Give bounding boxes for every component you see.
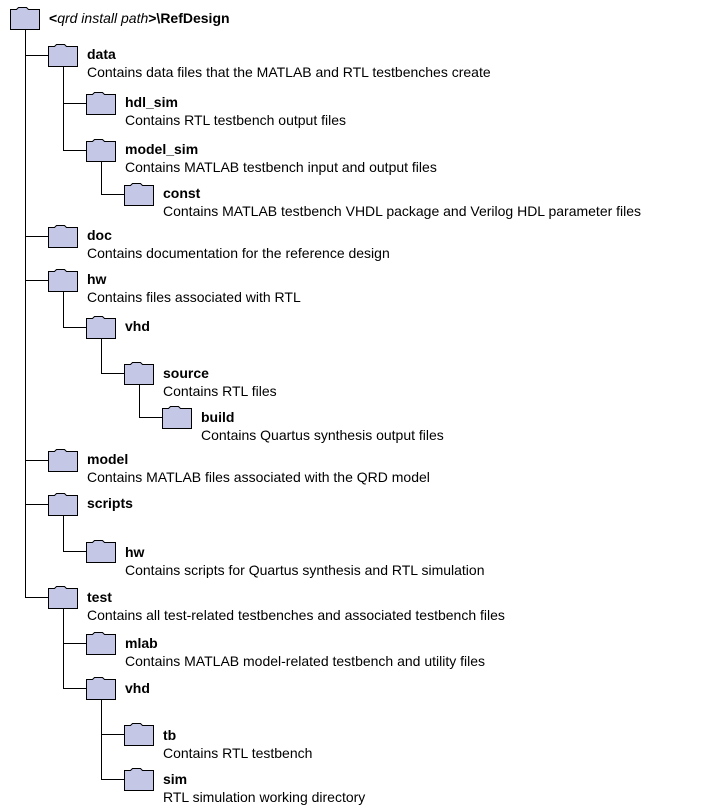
folder-name: doc [87, 227, 112, 243]
folder-icon [86, 677, 116, 700]
folder-name: vhd [125, 318, 150, 334]
root-folder-icon [10, 7, 40, 30]
root-path-label: <qrd install path>\RefDesign [49, 10, 230, 26]
connector-line [63, 688, 86, 689]
folder-name: hw [87, 271, 107, 287]
connector-line [101, 734, 124, 735]
connector-line [63, 67, 64, 151]
folder-description: Contains RTL testbench [163, 745, 313, 761]
folder-description: Contains files associated with RTL [87, 289, 301, 305]
connector-line [101, 162, 102, 194]
folder-icon [86, 92, 116, 115]
connector-line [63, 609, 64, 689]
connector-line [25, 280, 48, 281]
folder-description: Contains RTL files [163, 383, 277, 399]
folder-name: test [87, 589, 112, 605]
connector-line [101, 373, 124, 374]
folder-description: Contains RTL testbench output files [125, 112, 347, 128]
folder-description: Contains data files that the MATLAB and … [87, 64, 491, 80]
connector-line [63, 327, 86, 328]
folder-name: vhd [125, 680, 150, 696]
folder-description: Contains documentation for the reference… [87, 245, 390, 261]
folder-description: Contains all test-related testbenches an… [87, 607, 505, 623]
folder-description: Contains MATLAB files associated with th… [87, 469, 430, 485]
connector-line [25, 504, 48, 505]
folder-icon [48, 449, 78, 472]
connector-line [25, 55, 48, 56]
connector-line [139, 417, 162, 418]
connector-line [25, 30, 26, 598]
connector-line [63, 551, 86, 552]
folder-name: data [87, 46, 116, 62]
root-suffix: >\RefDesign [148, 10, 230, 26]
folder-description: Contains scripts for Quartus synthesis a… [125, 562, 485, 578]
connector-line [139, 385, 140, 418]
folder-description: RTL simulation working directory [163, 789, 366, 805]
folder-icon [48, 225, 78, 248]
folder-icon [48, 269, 78, 292]
folder-icon [162, 406, 192, 429]
connector-line [25, 597, 48, 598]
connector-line [63, 516, 64, 552]
folder-name: model [87, 451, 129, 467]
connector-line [63, 292, 64, 328]
folder-icon [48, 493, 78, 516]
connector-line [101, 779, 124, 780]
folder-icon [48, 586, 78, 609]
folder-description: Contains MATLAB testbench VHDL package a… [163, 203, 642, 219]
connector-line [101, 700, 102, 780]
folder-name: sim [163, 771, 188, 787]
connector-line [63, 643, 86, 644]
folder-name: const [163, 185, 201, 201]
folder-icon [124, 362, 154, 385]
folder-description: Contains MATLAB model-related testbench … [125, 653, 486, 669]
folder-name: hdl_sim [125, 94, 178, 110]
root-placeholder: qrd install path [57, 10, 149, 26]
folder-icon [48, 44, 78, 67]
folder-icon [86, 316, 116, 339]
connector-line [101, 339, 102, 374]
folder-name: build [201, 409, 235, 425]
folder-name: scripts [87, 495, 133, 511]
folder-icon [86, 540, 116, 563]
folder-icon [124, 768, 154, 791]
folder-icon [86, 632, 116, 655]
connector-line [25, 460, 48, 461]
folder-name: source [163, 365, 209, 381]
connector-line [63, 103, 86, 104]
folder-name: mlab [125, 635, 158, 651]
folder-name: model_sim [125, 141, 199, 157]
folder-description: Contains Quartus synthesis output files [201, 427, 444, 443]
folder-icon [124, 183, 154, 206]
connector-line [101, 194, 124, 195]
folder-icon [124, 723, 154, 746]
folder-icon [86, 139, 116, 162]
root-prefix: < [49, 10, 58, 26]
folder-name: tb [163, 727, 177, 743]
folder-description: Contains MATLAB testbench input and outp… [125, 159, 437, 175]
connector-line [63, 150, 86, 151]
connector-line [25, 236, 48, 237]
folder-name: hw [125, 544, 145, 560]
